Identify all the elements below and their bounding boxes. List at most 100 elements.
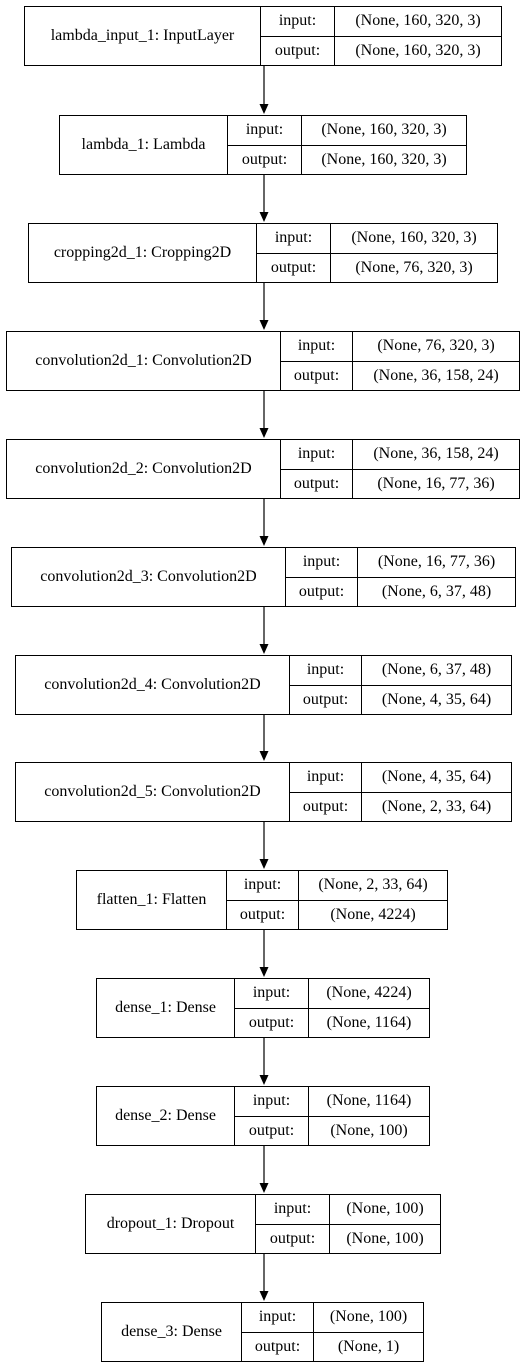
port-shapes: (None, 4, 35, 64)(None, 2, 33, 64) — [362, 763, 511, 821]
port-labels: input: output: — [257, 224, 331, 282]
output-shape: (None, 16, 77, 36) — [377, 474, 495, 492]
layer-name: dense_2: Dense — [97, 1087, 235, 1145]
layer-name: convolution2d_1: Convolution2D — [7, 332, 281, 390]
input-shape: (None, 36, 158, 24) — [353, 440, 519, 470]
output-label: output: — [269, 1229, 316, 1247]
port-labels: input: output: — [281, 440, 353, 498]
layer-name: cropping2d_1: Cropping2D — [29, 224, 257, 282]
port-labels: input: output: — [290, 763, 362, 821]
port-shapes: (None, 160, 320, 3)(None, 160, 320, 3) — [302, 116, 466, 174]
port-labels: input: output: — [290, 656, 362, 714]
edge-arrowhead — [259, 1183, 269, 1193]
edge-arrowhead — [259, 644, 269, 654]
output-shape: (None, 36, 158, 24) — [373, 366, 499, 384]
output-label: output: — [270, 258, 317, 276]
output-shape: (None, 4224) — [330, 905, 416, 923]
output-label: output: — [241, 150, 288, 168]
edge-arrowhead — [259, 212, 269, 222]
input-shape: (None, 160, 320, 3) — [335, 7, 501, 37]
edge-arrowhead — [259, 320, 269, 330]
edge-arrowhead — [259, 859, 269, 869]
input-label: input: — [227, 871, 298, 901]
port-shapes: (None, 16, 77, 36) (None, 6, 37, 48) — [358, 548, 515, 606]
edge-arrowhead — [259, 751, 269, 761]
input-label: input: — [290, 656, 361, 686]
input-shape: (None, 16, 77, 36) — [358, 548, 515, 578]
port-labels: input: output: — [281, 332, 353, 390]
input-label: input: — [261, 7, 334, 37]
layer-name: convolution2d_5: Convolution2D — [16, 763, 290, 821]
layer-name: dense_1: Dense — [97, 979, 235, 1037]
port-labels: input: output: — [227, 871, 299, 929]
output-label: output: — [239, 905, 286, 923]
port-shapes: (None, 160, 320, 3) (None, 160, 320, 3) — [335, 7, 501, 65]
input-label: input: — [257, 224, 330, 254]
output-shape: (None, 1164) — [326, 1013, 412, 1031]
layer-name: dense_3: Dense — [102, 1303, 242, 1361]
port-labels: input:output: — [235, 979, 309, 1037]
output-label: output: — [293, 474, 340, 492]
output-shape: (None, 1) — [337, 1337, 400, 1355]
layer-name: flatten_1: Flatten — [77, 871, 227, 929]
input-shape: (None, 6, 37, 48) — [362, 656, 511, 686]
output-label: output: — [248, 1121, 295, 1139]
port-labels: input: output: — [256, 1195, 330, 1253]
output-shape: (None, 160, 320, 3) — [355, 41, 481, 59]
port-shapes: (None, 2, 33, 64) (None, 4224) — [299, 871, 447, 929]
output-label: output: — [302, 690, 349, 708]
output-label: output: — [298, 582, 345, 600]
input-label: input: — [235, 1087, 308, 1117]
input-label: input: — [242, 1303, 313, 1333]
port-shapes: (None, 100) (None, 1) — [314, 1303, 423, 1361]
output-label: output: — [274, 41, 321, 59]
input-label: input: — [281, 440, 352, 470]
input-shape: (None, 2, 33, 64) — [299, 871, 447, 901]
port-shapes: (None, 36, 158, 24) (None, 16, 77, 36) — [353, 440, 519, 498]
port-shapes: (None, 160, 320, 3)(None, 76, 320, 3) — [331, 224, 497, 282]
input-label: input: — [281, 332, 352, 362]
port-labels: input: output: — [235, 1087, 309, 1145]
output-label: output: — [302, 797, 349, 815]
output-label: output: — [293, 366, 340, 384]
input-shape: (None, 1164) — [309, 1087, 429, 1117]
output-shape: (None, 6, 37, 48) — [381, 582, 492, 600]
port-shapes: (None, 6, 37, 48) (None, 4, 35, 64) — [362, 656, 511, 714]
output-shape: (None, 4, 35, 64) — [381, 690, 492, 708]
layer-name: dropout_1: Dropout — [86, 1195, 256, 1253]
input-shape: (None, 76, 320, 3) — [353, 332, 519, 362]
input-shape: (None, 4224) — [309, 979, 429, 1009]
input-label: input: — [228, 116, 301, 146]
input-shape: (None, 4, 35, 64) — [362, 763, 511, 793]
input-label: input: — [290, 763, 361, 793]
port-labels: input:output: — [286, 548, 358, 606]
input-shape: (None, 160, 320, 3) — [302, 116, 466, 146]
input-shape: (None, 100) — [314, 1303, 423, 1333]
edge-arrowhead — [259, 104, 269, 114]
port-shapes: (None, 1164)(None, 100) — [309, 1087, 429, 1145]
edge-arrowhead — [259, 1291, 269, 1301]
output-shape: (None, 100) — [346, 1229, 424, 1247]
layer-name: lambda_1: Lambda — [60, 116, 228, 174]
layer-name: convolution2d_2: Convolution2D — [7, 440, 281, 498]
output-label: output: — [248, 1013, 295, 1031]
edge-arrowhead — [259, 1075, 269, 1085]
edge-arrowhead — [259, 428, 269, 438]
input-label: input: — [256, 1195, 329, 1225]
input-shape: (None, 100) — [330, 1195, 440, 1225]
port-labels: input: output: — [261, 7, 335, 65]
layer-name: lambda_input_1: InputLayer — [25, 7, 261, 65]
